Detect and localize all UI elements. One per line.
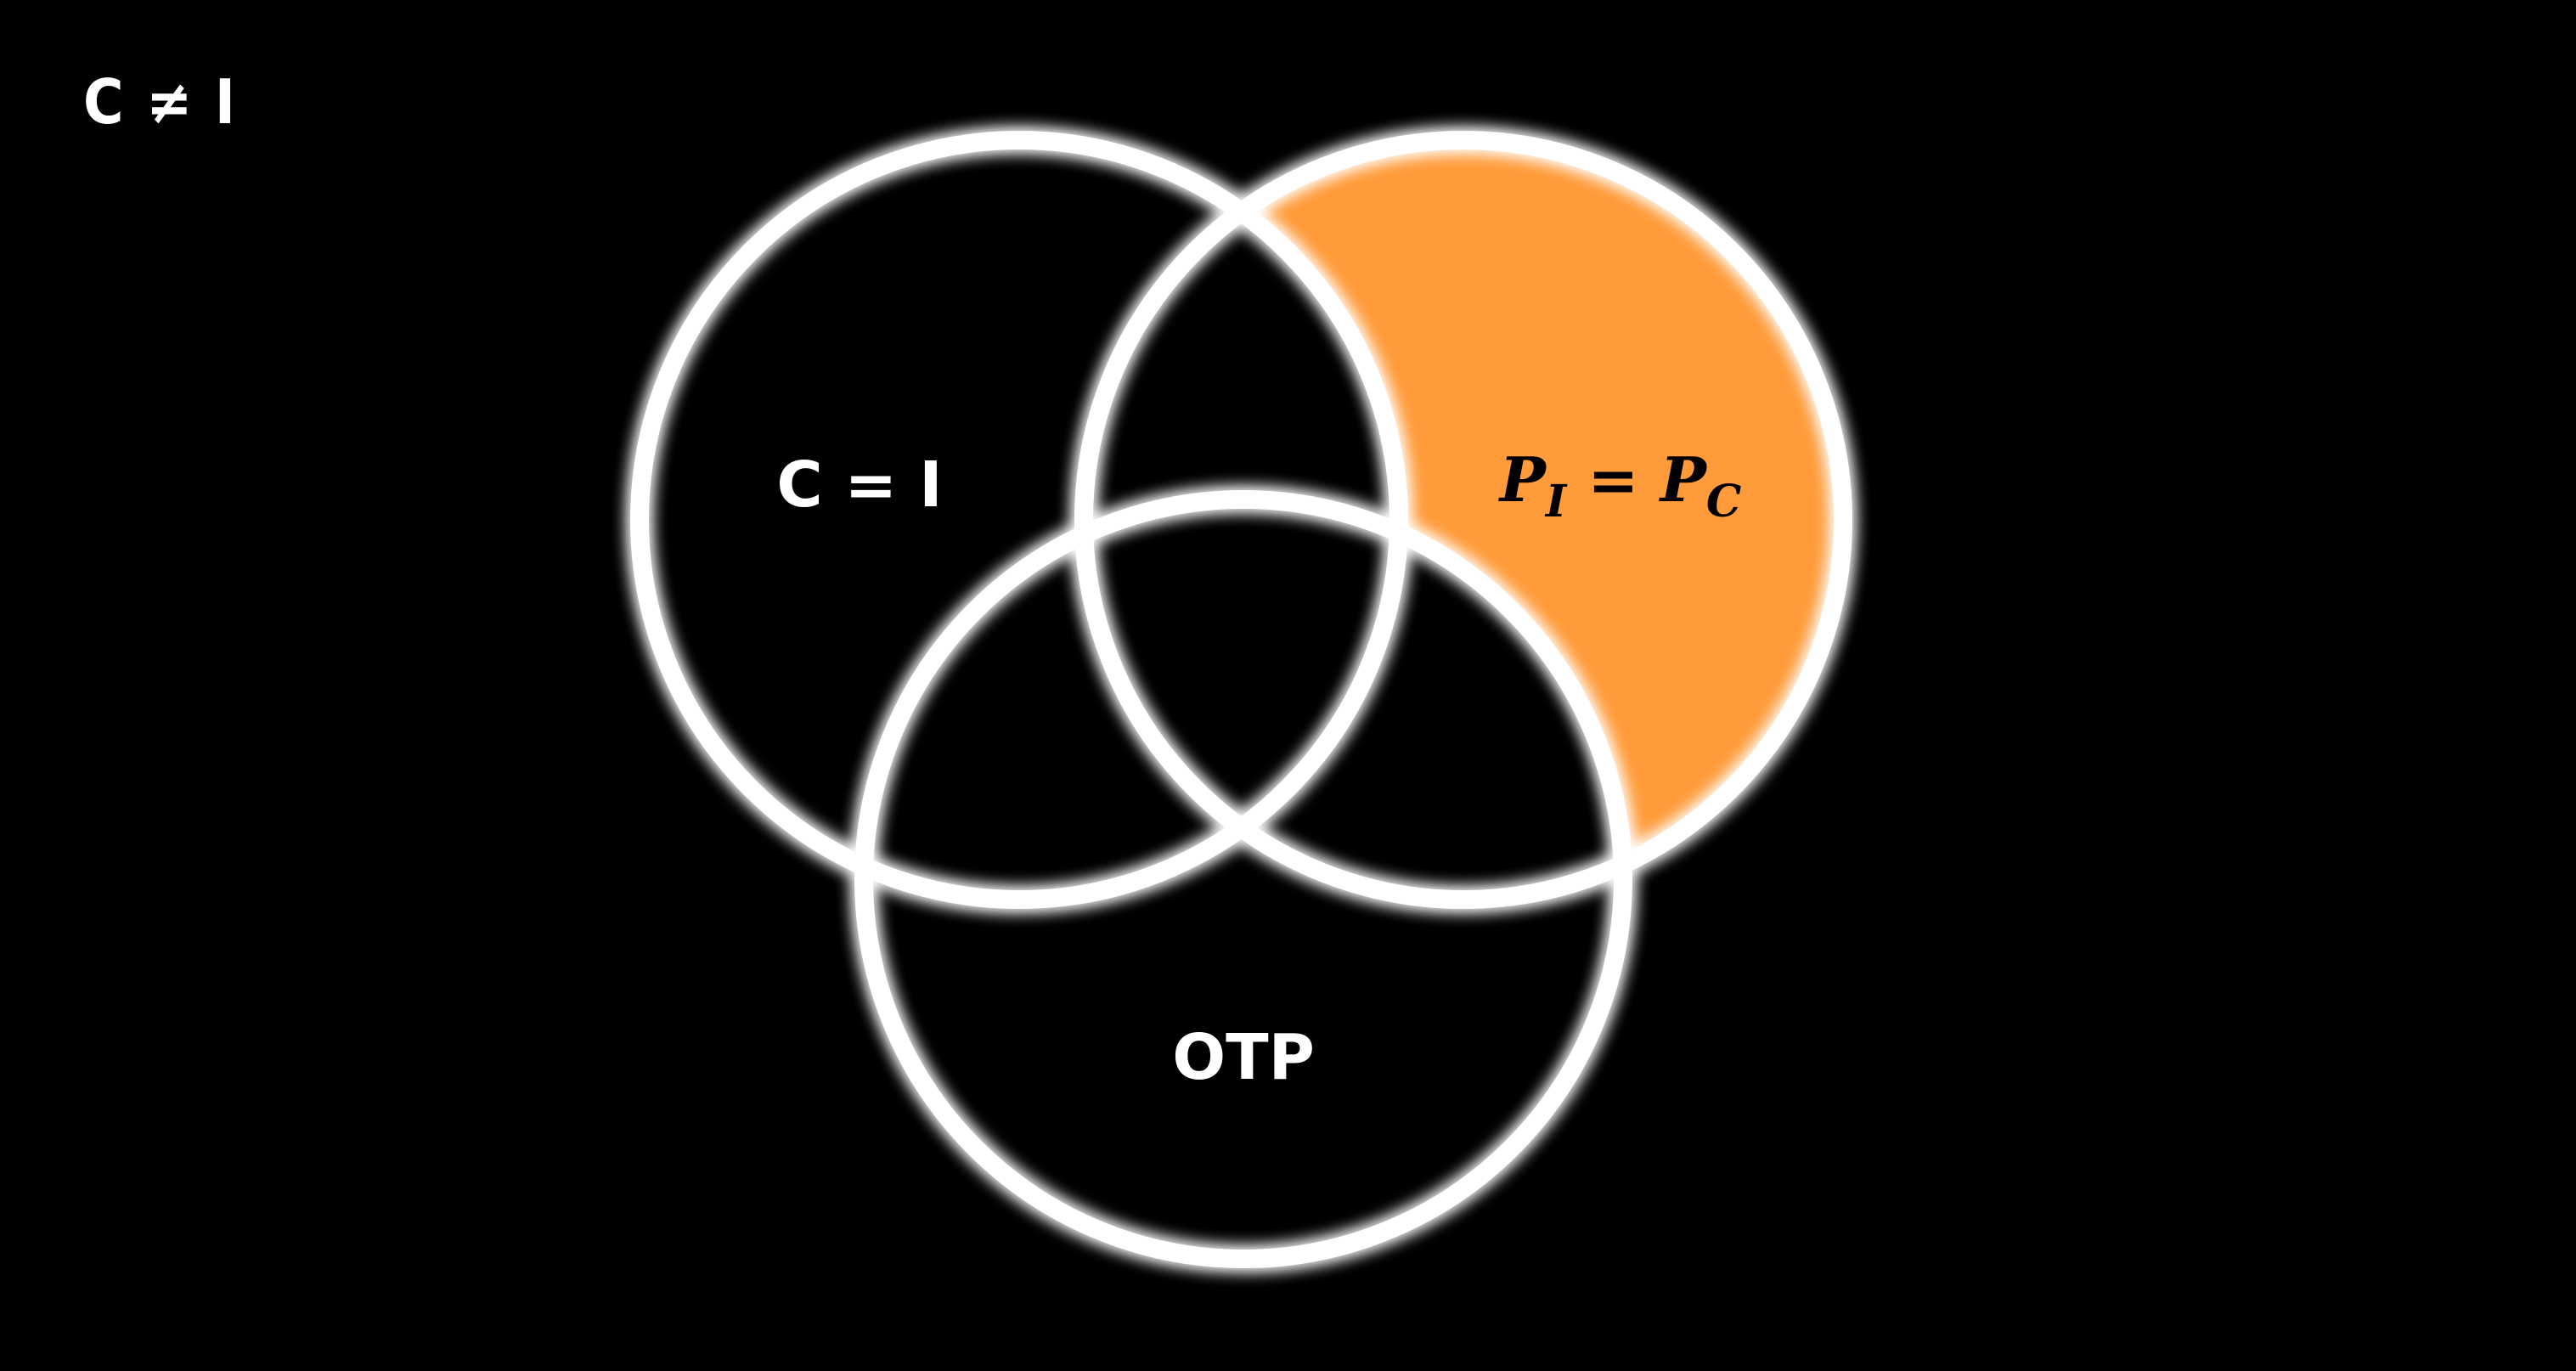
bottom-set-circle xyxy=(854,490,1632,1268)
left-set-label: C = I xyxy=(776,449,942,522)
left-set-circle xyxy=(630,131,1408,909)
right-set-circle xyxy=(1074,131,1852,909)
right-set-label: PI = PC xyxy=(1498,443,1741,528)
bottom-set-label: OTP xyxy=(1172,1021,1315,1094)
corner-label: C ≠ I xyxy=(83,66,237,138)
